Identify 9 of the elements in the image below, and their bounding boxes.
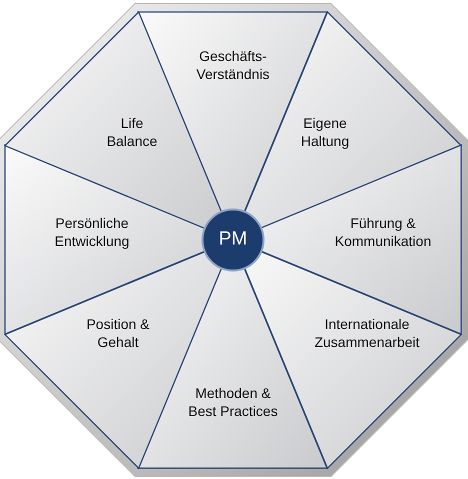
sector-label: Persönliche Entwicklung bbox=[54, 214, 130, 250]
sector-label: Methoden & Best Practices bbox=[187, 384, 279, 420]
sector-label: Life Balance bbox=[106, 114, 158, 150]
sector-label: Führung & Kommunikation bbox=[334, 214, 432, 250]
sector-label: Geschäfts- Verständnis bbox=[195, 46, 271, 84]
sector-label: Eigene Haltung bbox=[300, 114, 350, 150]
sector-label: Position & Gehalt bbox=[85, 314, 150, 352]
center-label: PM bbox=[218, 228, 248, 252]
sector-label: Internationale Zusammenarbeit bbox=[313, 314, 421, 352]
